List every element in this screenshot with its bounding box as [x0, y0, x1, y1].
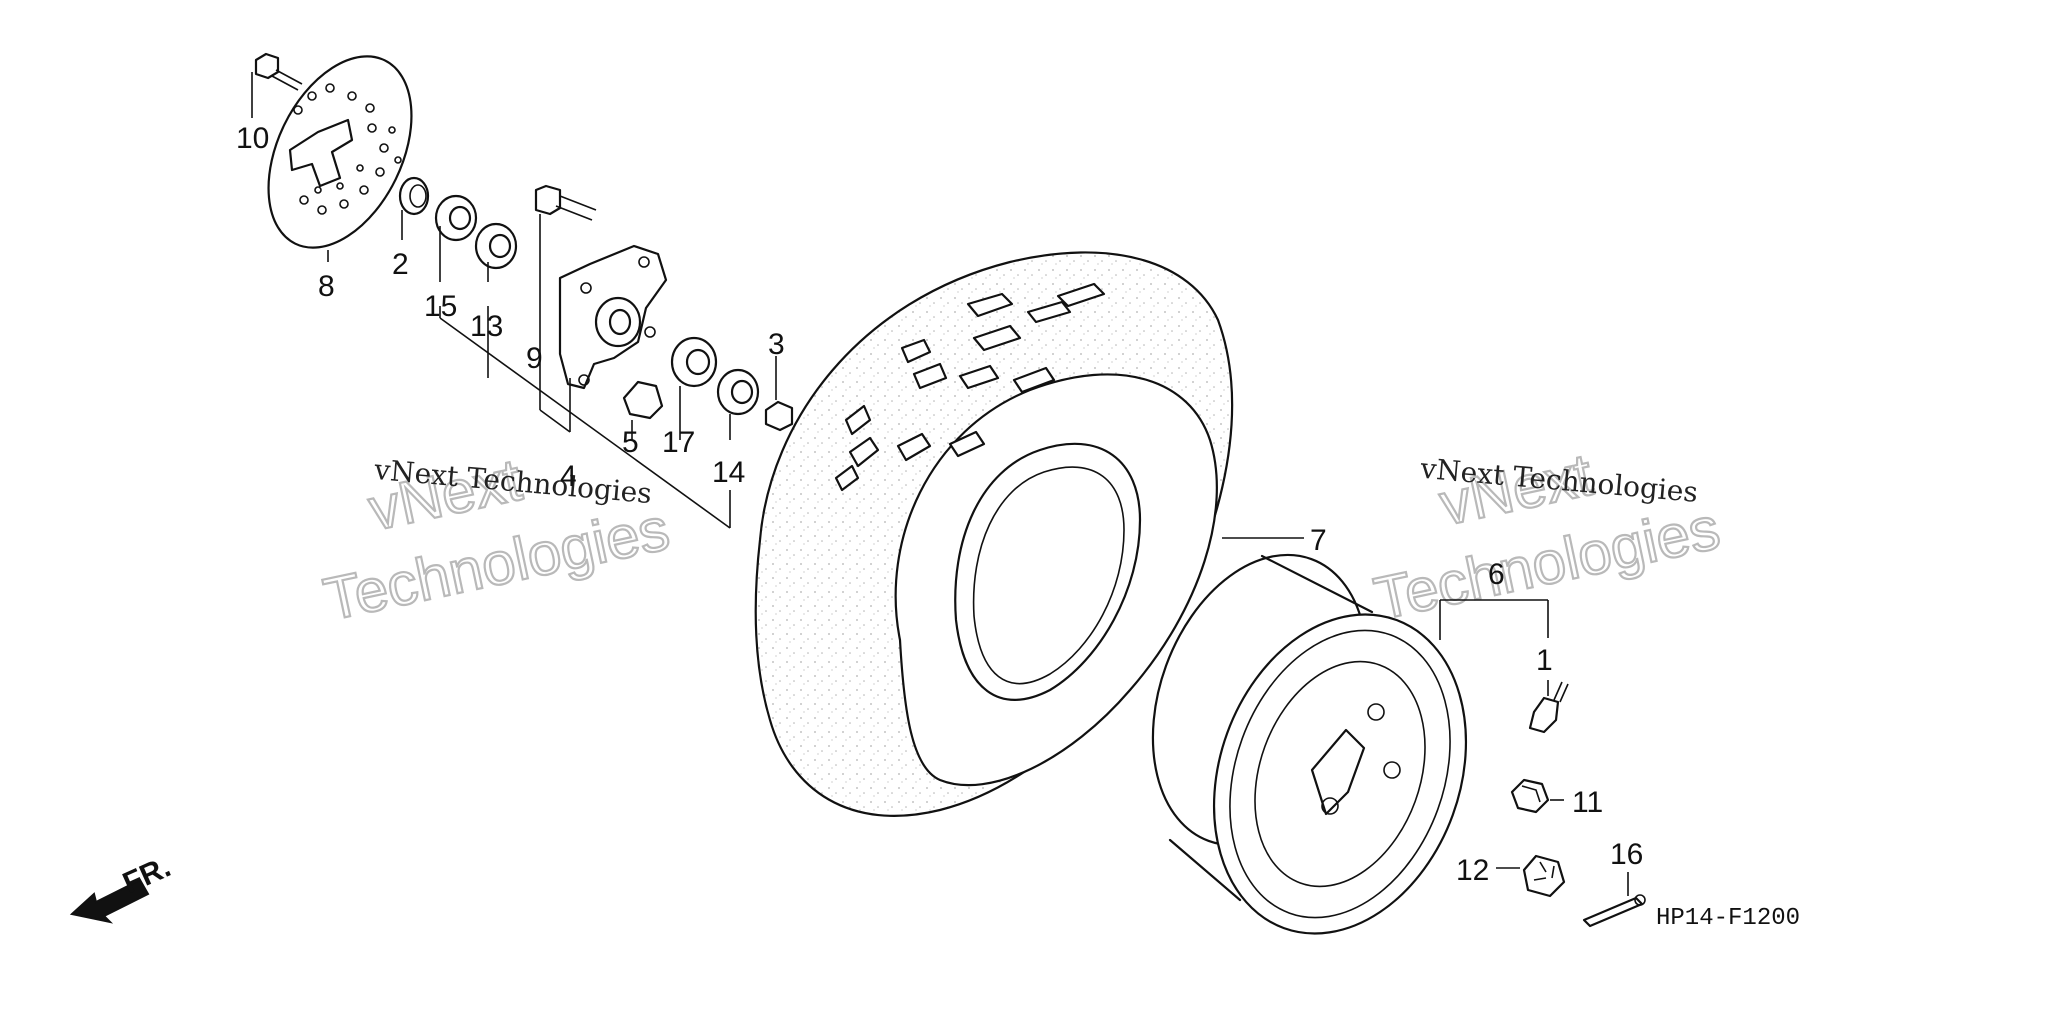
callout-13: 13: [470, 310, 503, 343]
bearing-13-part: [474, 222, 518, 270]
callout-17: 17: [662, 426, 695, 459]
callout-12: 12: [1456, 854, 1489, 887]
cotter-pin-part: [1582, 894, 1646, 928]
bearing-15-part: [434, 194, 478, 242]
wheel-nut-part: [1510, 778, 1550, 814]
callout-9: 9: [526, 342, 543, 375]
castle-nut-part: [1522, 854, 1566, 898]
watermark-left: vNext Technologies vNext Technologies: [317, 445, 676, 635]
bearing-14-part: [716, 368, 760, 416]
callout-4: 4: [560, 460, 577, 493]
callout-7: 7: [1310, 524, 1327, 557]
callout-8: 8: [318, 270, 335, 303]
callout-15: 15: [424, 290, 457, 323]
hub-bolt-part: [534, 184, 597, 410]
callout-5: 5: [622, 426, 639, 459]
collar-part: [764, 400, 794, 432]
spacer-part: [622, 380, 664, 420]
callout-11: 11: [1572, 786, 1603, 819]
valve-part: [1528, 681, 1569, 734]
callout-2: 2: [392, 248, 409, 281]
callout-10: 10: [236, 122, 269, 155]
callout-6: 6: [1488, 558, 1505, 591]
watermark-right: vNext Technologies vNext Technologies: [1368, 440, 1727, 634]
disc-bolt-part: [251, 52, 303, 112]
front-direction-arrow: FR.: [69, 850, 176, 924]
leader-lines: [251, 112, 1629, 896]
callout-14: 14: [712, 456, 745, 489]
tire-part: [754, 251, 1234, 817]
rim-part: [1151, 553, 1468, 935]
callout-16: 16: [1610, 838, 1643, 871]
callout-3: 3: [768, 328, 785, 361]
callout-1: 1: [1536, 644, 1553, 677]
callout-labels: 1 2 3 4 5 6 7 8 9 10 11 12 13 14 15 16 1…: [236, 122, 1643, 887]
brake-disc-part: [267, 55, 413, 249]
wheel-hub-part: [558, 244, 668, 390]
bearing-17-part: [670, 336, 718, 388]
drawing-code: HP14-F1200: [1656, 905, 1800, 932]
dust-seal-part: [398, 176, 430, 216]
